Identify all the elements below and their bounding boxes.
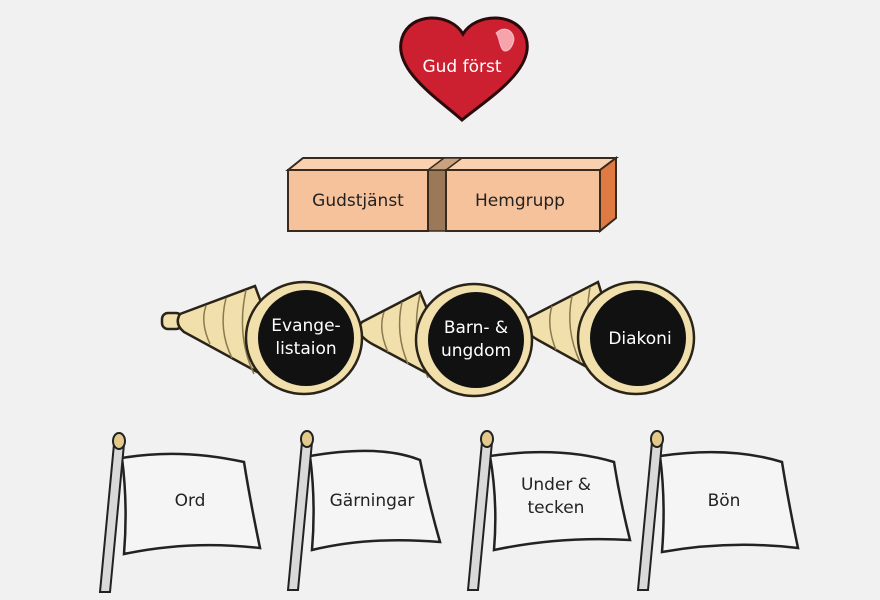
telescope-label-diakoni: Diakoni: [608, 329, 671, 349]
flag-finial-2: [300, 430, 314, 448]
telescopes-group: Diakoni Barn- & ungdom Evange- listaion: [160, 280, 696, 398]
flags-group: Ord Gärningar Under & tecken Bön: [98, 430, 800, 593]
telescope-lens-3: [590, 290, 686, 386]
brick-label-gudstjanst: Gudstjänst: [312, 191, 404, 211]
flag-icon: Ord: [98, 432, 262, 593]
flag-cloth-3: [488, 450, 632, 552]
brick-joint-top: [425, 157, 465, 171]
bricks-group: Gudstjänst Hemgrupp: [285, 156, 619, 234]
telescope-lens-2: [428, 292, 524, 388]
flag-pole-2: [286, 441, 314, 591]
flag-icon: Bön: [636, 430, 800, 591]
telescope-lens-1: [258, 290, 354, 386]
flag-label-garningar: Gärningar: [330, 491, 415, 511]
flag-pole-4: [636, 441, 664, 591]
telescope-label-evange-line2: listaion: [275, 339, 336, 359]
flag-cloth-1: [120, 452, 262, 556]
brick-left: [287, 169, 429, 232]
heart-icon: [399, 16, 529, 122]
telescope-icon: Diakoni: [524, 280, 696, 396]
brick-right: [445, 169, 601, 232]
flag-pole-1: [98, 443, 126, 593]
telescope-label-barn-line2: ungdom: [441, 341, 511, 361]
brick-icon: Gudstjänst: [287, 169, 429, 232]
flag-finial-4: [650, 430, 664, 448]
flag-label-under-line2: tecken: [528, 498, 585, 518]
flag-label-ord: Ord: [175, 491, 206, 511]
flag-finial-1: [112, 432, 126, 450]
flag-finial-3: [480, 430, 494, 448]
heart-group: Gud först: [399, 16, 529, 122]
flag-icon: Gärningar: [286, 430, 442, 591]
flag-label-bon: Bön: [708, 491, 741, 511]
brick-joint: [427, 169, 447, 232]
brick-side-face: [599, 156, 617, 234]
telescope-label-evange-line1: Evange-: [271, 316, 340, 336]
brick-icon: Hemgrupp: [445, 169, 601, 232]
brick-label-hemgrupp: Hemgrupp: [475, 191, 565, 211]
heart-label: Gud först: [422, 57, 501, 77]
flag-pole-3: [466, 441, 494, 591]
heart-highlight: [495, 28, 515, 52]
flag-label-under-line1: Under &: [521, 475, 591, 495]
telescope-icon: Evange- listaion: [160, 280, 364, 396]
telescope-label-barn-line1: Barn- &: [444, 318, 508, 338]
flag-icon: Under & tecken: [466, 430, 632, 591]
telescope-icon: Barn- & ungdom: [357, 282, 534, 398]
flag-cloth-4: [658, 450, 800, 554]
flag-cloth-2: [308, 449, 442, 552]
